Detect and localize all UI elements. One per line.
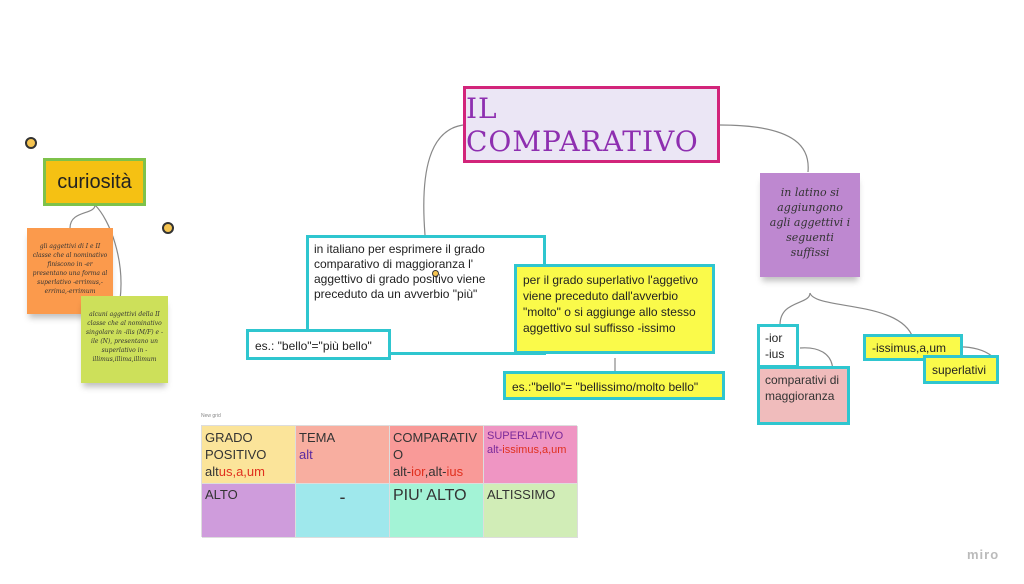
box-text: es.:"bello"= "bellissimo/molto bello": [512, 380, 699, 394]
cell-text: ior: [411, 464, 425, 479]
grid-caption: New grid: [201, 413, 221, 419]
sticky-note-green[interactable]: alcuni aggettivi della II classe che al …: [81, 296, 168, 383]
italian-comparative-box[interactable]: in italiano per esprimere il grado compa…: [306, 235, 546, 355]
example-comparative-box[interactable]: es.: "bello"="più bello": [246, 329, 391, 360]
curiosita-box[interactable]: curiosità: [43, 158, 146, 206]
sticky-note-purple[interactable]: in latino si aggiungono agli aggettivi i…: [760, 173, 860, 277]
cell-text: TEMA: [299, 430, 336, 445]
cell-text: COMPARATIV: [393, 430, 478, 445]
superlativi-box[interactable]: superlativi: [923, 355, 999, 384]
example-superlative-box[interactable]: es.:"bello"= "bellissimo/molto bello": [503, 371, 725, 400]
cell-text: alt-: [393, 464, 412, 479]
pin-icon: [432, 270, 439, 277]
cell-text: -: [339, 487, 346, 507]
suffix-superlative-box[interactable]: -issimus,a,um: [863, 334, 963, 361]
cell-text: issimus,a,um: [502, 444, 567, 456]
sticky-text: alcuni aggettivi della II classe che al …: [85, 311, 163, 363]
suffix-ior: -ior: [765, 331, 783, 345]
lightbulb-icon: [162, 222, 174, 234]
lightbulb-icon: [25, 137, 37, 149]
cell-text: alt: [299, 447, 313, 462]
cell-text: alt-: [487, 444, 503, 456]
box-text: comparativi di maggioranza: [765, 373, 840, 403]
grid-cell[interactable]: PIU' ALTO: [390, 484, 484, 538]
miro-logo: miro: [967, 547, 1000, 562]
cell-text: alt: [205, 464, 219, 479]
cell-text: ius: [446, 464, 464, 479]
cell-text: ALTISSIMO: [487, 487, 556, 502]
box-text: in italiano per esprimere il grado compa…: [314, 242, 486, 301]
curiosita-label: curiosità: [57, 170, 132, 193]
title-text: IL COMPARATIVO: [466, 91, 699, 158]
cell-text: us,a,um: [218, 464, 265, 479]
grid-cell[interactable]: TEMA alt: [296, 426, 390, 484]
cell-text: SUPERLATIVO: [487, 430, 564, 442]
suffix-ius: -ius: [765, 347, 785, 361]
cell-text: ,alt-: [424, 464, 447, 479]
box-text: superlativi: [932, 363, 987, 377]
grid-cell[interactable]: ALTO: [202, 484, 296, 538]
sticky-text: in latino si aggiungono agli aggettivi i…: [769, 186, 851, 259]
cell-text: O: [393, 447, 404, 462]
comparativi-box[interactable]: comparativi di maggioranza: [757, 366, 850, 425]
cell-text: ALTO: [205, 487, 238, 502]
cell-text: PIU' ALTO: [393, 487, 467, 504]
superlative-box[interactable]: per il grado superlativo l'aggetivo vien…: [514, 264, 715, 354]
box-text: -issimus,a,um: [872, 341, 947, 355]
suffix-comparative-box[interactable]: -ior -ius: [757, 324, 799, 368]
grid-cell[interactable]: ALTISSIMO: [484, 484, 578, 538]
title-box[interactable]: IL COMPARATIVO: [463, 86, 720, 163]
box-text: es.: "bello"="più bello": [255, 339, 372, 353]
box-text: per il grado superlativo l'aggetivo vien…: [523, 273, 699, 335]
cell-text: POSITIVO: [205, 447, 267, 462]
grid-cell[interactable]: SUPERLATIVO alt-issimus,a,um: [484, 426, 578, 484]
grid-cell[interactable]: GRADO POSITIVO altus,a,um: [202, 426, 296, 484]
cell-text: GRADO: [205, 430, 253, 445]
sticky-text: gli aggettivi di I e II classe che al no…: [32, 243, 108, 295]
grid-cell[interactable]: -: [296, 484, 390, 538]
